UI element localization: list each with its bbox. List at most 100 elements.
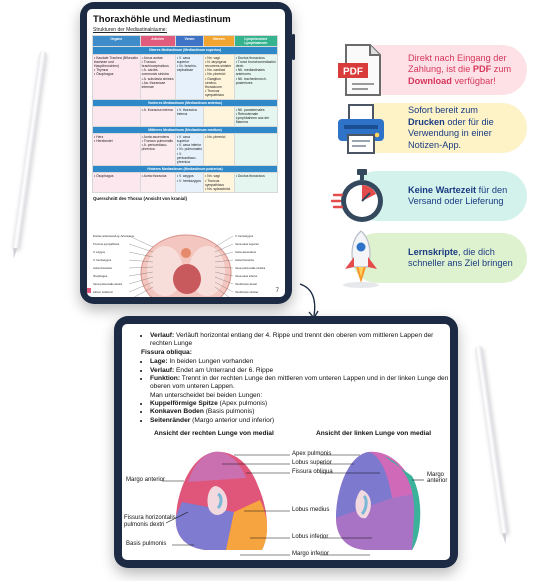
rocket-icon [343,230,379,288]
figure-leader [128,235,154,248]
figure-leader [214,235,234,248]
table-cell [203,105,235,127]
feature-text-part: , die dich schneller ans Ziel bringen [408,246,513,269]
figure-leader [128,259,154,263]
figure-leader [128,271,154,277]
item-label: Funktion: [150,375,181,382]
tablet-side-button [292,34,295,60]
label-lobus-superior: Lobus superior [292,460,332,466]
svg-text:PDF: PDF [343,67,363,78]
figure-label-left: Ductus arteriosus/Lig. Arteriosum [93,234,135,238]
diff-item: Konkaven Boden (Basis pulmonis) [150,408,450,416]
item-text: (Margo anterior und inferior) [190,416,275,424]
table-cell: • V. cava superior • Vv. brachio-cephali… [174,53,205,100]
figure-leader [128,281,154,293]
figure-label-right: Vena pulmonalis sinistra [235,266,266,270]
figure-leader [214,281,234,293]
feature-text: Lernskripte, die dich schneller ans Ziel… [408,247,517,270]
item-text: In beiden Lungen vorhanden [167,358,254,365]
tablet-top-screen: Thoraxhöhle und Mediastinum Strukturen d… [87,9,285,297]
table-cell: • Nn. phrenici [203,132,235,167]
leader-lines [162,454,424,556]
fissura-item: Funktion: Trennt in der rechten Lunge de… [150,375,450,391]
figure-leader [214,259,234,263]
fissura-item: Lage: In beiden Lungen vorhanden [150,358,450,366]
fissura-heading: Fissura obliqua: [141,349,192,356]
section-header: Hinteres Mediastinum (Mediastinum poster… [92,165,278,174]
figure-leader [128,251,154,258]
column-header: Lymphknoten/ Lymphbahnen [233,34,279,48]
item-text: (Basis pulmonis) [203,408,255,415]
page-number: 7 [275,288,279,294]
feature-no-waiting: Keine Wartezeit für den Versand oder Lie… [330,169,527,222]
label-fissura-horizontalis: Fissura horizontalis pulmonis dextri [124,515,176,528]
right-lung-title: Ansicht der rechten Lunge von medial [154,430,274,437]
figure-leader [214,271,234,277]
table-cell: • V. azygos • V. hemiazygos [174,172,205,194]
page-marker [87,288,91,293]
label-margo-anterior-left: Margo anterior [427,472,448,484]
feature-text-part: zum [491,64,512,75]
figure-caption: Querschnitt des Thorax (Ansicht von kran… [93,196,187,202]
item-text: Endet am Unterrand der 6. Rippe [174,366,274,374]
table-cell: • V. thoracica interna [174,105,205,127]
label-fissura-obliqua: Fissura obliqua [292,469,333,475]
feature-text: Keine Wartezeit für den Versand oder Lie… [408,185,517,208]
column-header: Arterien [139,34,176,48]
table-cell: • Nn. vagi • Truncus sympathicus • Nn. s… [203,172,235,194]
section-header: Vorderes Mediastinum (Mediastinum anteri… [92,98,278,107]
figure-leader [134,286,154,297]
figure-label-right: Ventriculus dexter [235,282,257,286]
item-text: (Apex pulmonis) [217,399,268,407]
feature-text: Sofort bereit zum Drucken oder für die V… [408,105,517,151]
printer-icon [338,104,384,154]
verlauf-item: Verlauf: Verläuft horizontal entlang der… [150,332,450,348]
doc-title: Thoraxhöhle und Mediastinum [93,14,231,25]
label-margo-inferior: Margo inferior [292,551,330,557]
table-cell [92,105,141,127]
feature-pdf-download: PDF Direkt nach Eingang der Zahlung, ist… [338,44,527,96]
figure-leader [128,276,154,285]
diff-item: Seitenränder (Margo anterior und inferio… [150,417,450,425]
tablet-top: Thoraxhöhle und Mediastinum Strukturen d… [80,2,295,304]
figure-label-left: Aorta thoracica [93,266,112,270]
feature-highlight: Download [408,75,452,86]
figure-label-left: Atrium sinistrum [93,290,114,294]
figure-label-right: Aorta ascendens [235,250,257,254]
table-cell: • V. cava superior • V. cava inferior • … [174,132,205,167]
feature-highlight: Lernskripte [408,246,459,257]
fissura-item: Verlauf: Endet am Unterrand der 6. Rippe [150,367,450,375]
figure-leader [128,243,154,253]
lung-notes: Verlauf: Verläuft horizontal entlang der… [136,332,450,425]
table-cell: • Aorta thoracica [139,172,176,194]
item-label: Konkaven Boden [150,408,204,415]
tablet-bottom: Verlauf: Verläuft horizontal entlang der… [114,316,458,568]
pdf-file-icon: PDF [338,44,381,96]
feature-printing: Sofort bereit zum Drucken oder für die V… [338,103,527,154]
feature-highlight: Keine Wartezeit [408,184,477,195]
feature-highlight: PDF [472,64,492,75]
tablet-bottom-screen: Verlauf: Verläuft horizontal entlang der… [122,324,450,560]
left-lung-title: Ansicht der linken Lunge von medial [316,430,432,437]
figure-leader [214,286,230,297]
table-cell [233,132,279,167]
table-cell: • Herz • Herzbeutel [92,132,141,167]
left-lung-illustration [336,451,421,550]
label-basis-pulmonis: Basis pulmonis [126,541,167,547]
table-cell: • Nn. vagi • N. laryngeus recurrens sini… [203,53,235,100]
table-cell: • Aorta ascendens • Truncus pulmonalis •… [139,132,176,167]
item-label: Lage: [150,358,168,365]
diff-item: Kuppelförmige Spitze (Apex pulmonis) [150,400,450,408]
figure-leader [214,243,234,253]
label-apex-pulmonis: Apex pulmonis [292,451,332,457]
diff-intro: Man unterscheidet bei beiden Lungen: [150,391,263,399]
table-cell: • Ductus thoracicus • Trunci bronchomedi… [233,53,279,100]
doc-subtitle: Strukturen der Mediastinalräume: [93,27,167,33]
section-header: Oberes Mediastinum (Mediastinum superius… [92,46,278,55]
feature-highlight: Drucken [408,116,445,127]
table-cell: • Ductus thoracicus [233,172,279,194]
section-header: Mittleres Mediastinum (Mediastinum mediu… [92,125,278,134]
table-cell: • A. thoracica interna [139,105,176,127]
table-cell: • Arcus aortae • Truncus brachiocephalic… [139,53,176,100]
